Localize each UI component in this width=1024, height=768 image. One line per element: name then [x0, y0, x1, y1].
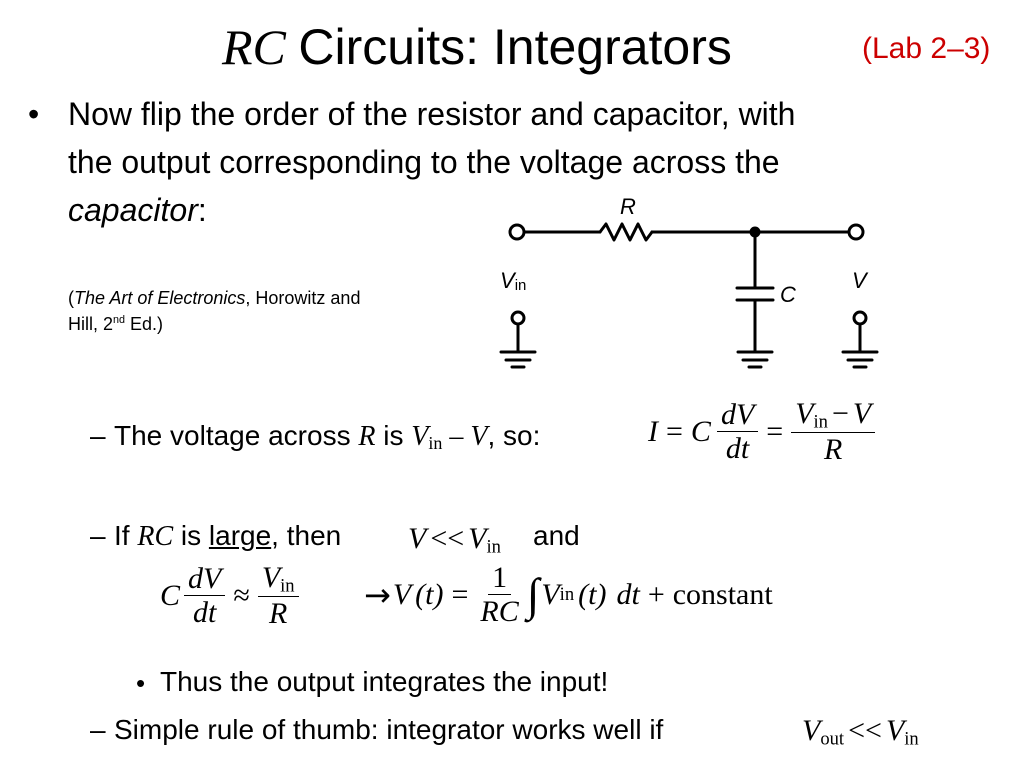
resistor-symbol — [598, 222, 654, 242]
label-Vin: Vin — [500, 268, 526, 294]
book-title: The Art of Electronics — [74, 288, 246, 308]
bullet-marker-2: • — [136, 668, 146, 698]
output-terminal — [847, 223, 865, 241]
title-rc: RC — [222, 19, 286, 75]
bullet2-text: Thus the output integrates the input! — [160, 666, 609, 697]
label-V: V — [852, 268, 869, 293]
lab-tag: (Lab 2–3) — [862, 32, 991, 65]
arrow-icon: → — [364, 575, 391, 614]
slide-title: RC Circuits: Integrators — [222, 18, 732, 76]
inequality-v-vin: V<<Vin — [408, 522, 501, 558]
label-R: R — [620, 194, 636, 219]
sub-dash-3: – — [90, 714, 106, 745]
and-word: and — [533, 520, 580, 551]
rc-integrator-circuit: R C Vin V — [499, 194, 879, 369]
input-terminal — [508, 223, 526, 241]
large-word: large — [208, 520, 272, 551]
sub2-text: If RC is large, then — [114, 520, 342, 552]
sub-dash-2: – — [90, 520, 106, 551]
sub-dash-1: – — [90, 420, 106, 451]
sub3-text: Simple rule of thumb: integrator works w… — [114, 714, 664, 745]
title-text: Circuits: Integrators — [298, 19, 732, 75]
bullet1-line1: Now flip the order of the resistor and c… — [68, 96, 796, 132]
capacitor-word: capacitor — [68, 192, 198, 228]
inequality-vout-vin: Vout<<Vin — [802, 714, 919, 750]
sub1-text: The voltage across R is Vin – V, so: — [114, 420, 541, 453]
bullet-marker: • — [28, 96, 40, 132]
bullet1-line2: the output corresponding to the voltage … — [68, 144, 780, 180]
citation-line1: (The Art of Electronics, Horowitz and — [68, 288, 361, 308]
integral-sign: ∫ — [526, 569, 540, 621]
citation-line2: Hill, 2nd Ed.) — [68, 314, 164, 334]
label-C: C — [780, 282, 796, 307]
bullet1-line3: capacitor: — [68, 192, 207, 228]
